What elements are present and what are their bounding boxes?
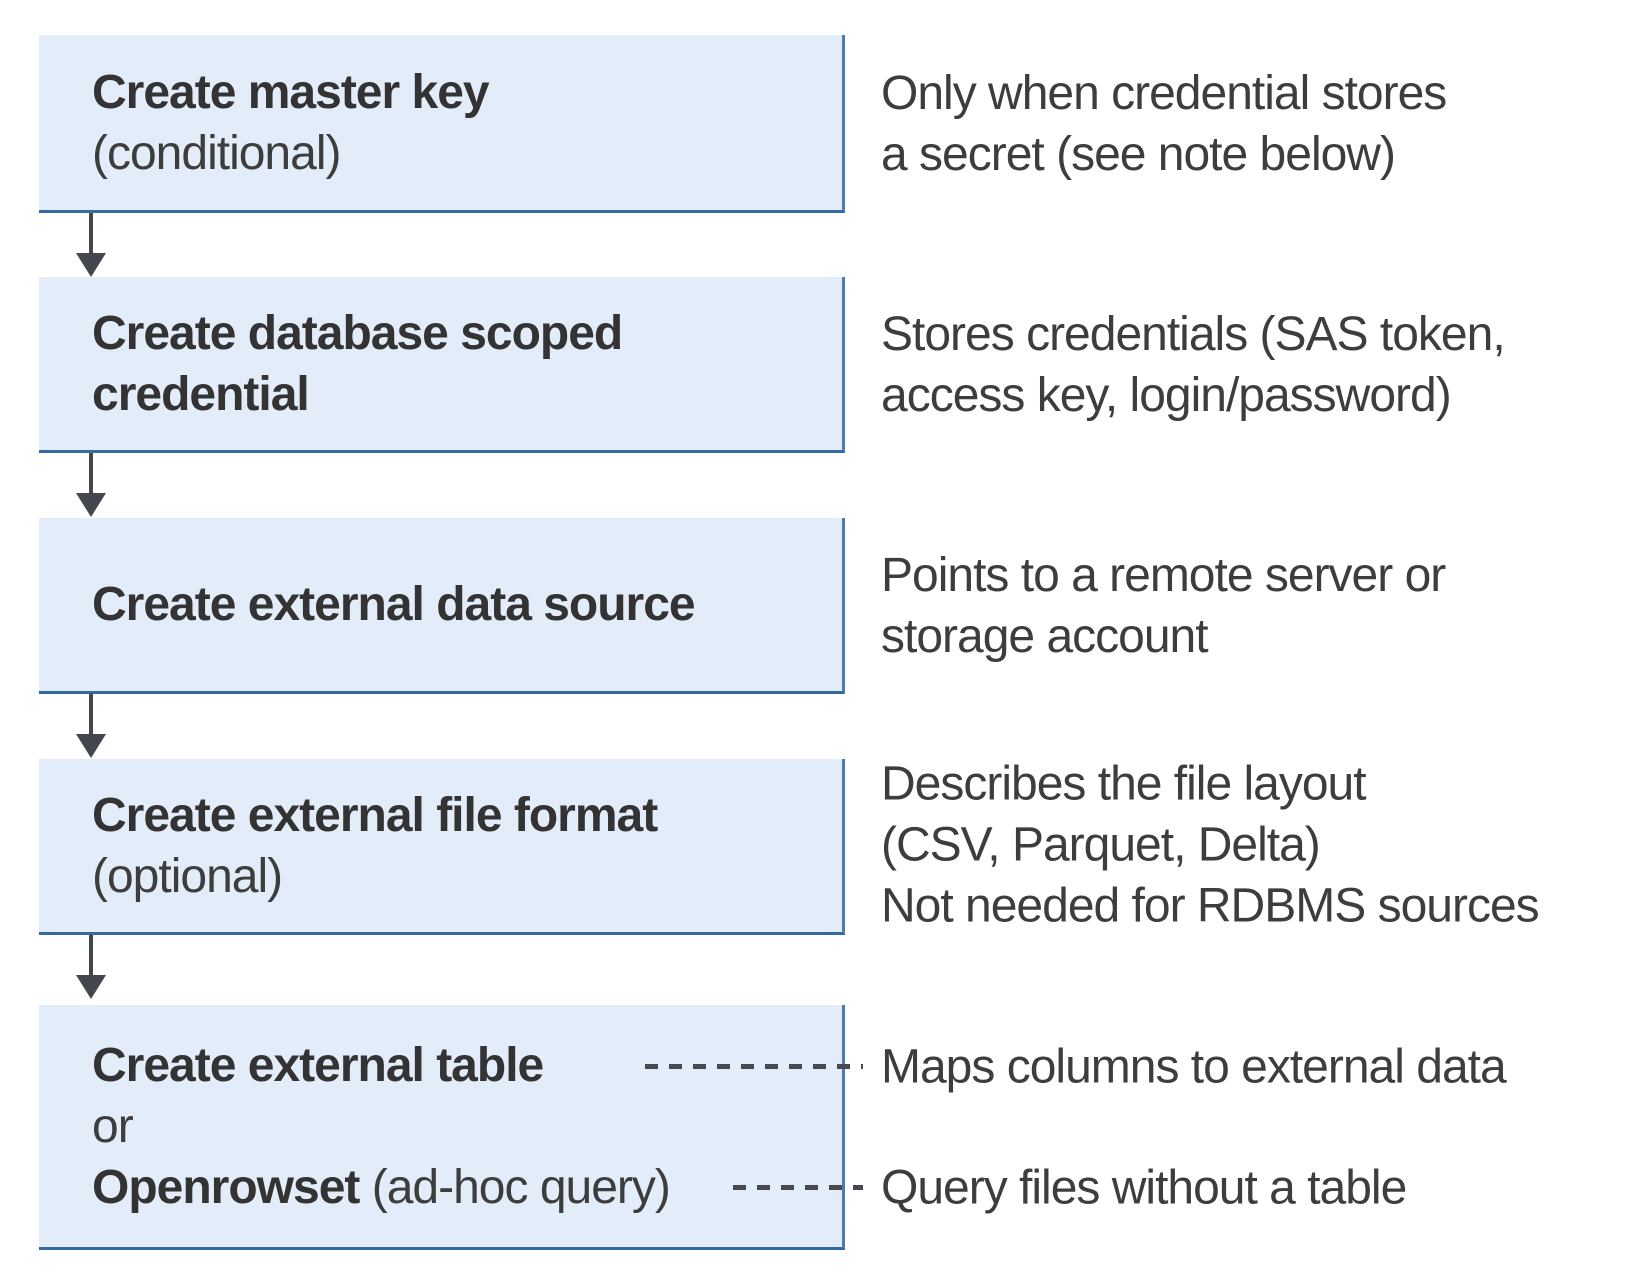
note-create-scoped-credential: Stores credentials (SAS token, access ke…	[881, 308, 1506, 422]
flow-arrow-1	[76, 213, 106, 277]
note-create-external-data-source: Points to a remote server or storage acc…	[881, 549, 1446, 663]
arrow-shaft	[89, 935, 93, 975]
step-title: Create external data source	[92, 578, 696, 631]
arrow-shaft	[89, 453, 93, 493]
arrow-head-icon	[76, 493, 106, 517]
conjunction-or: or	[92, 1099, 134, 1153]
note-create-master-key: Only when credential stores a secret (se…	[881, 67, 1447, 181]
note-openrowset: Query files without a table	[881, 1161, 1407, 1215]
step-box-create-external-data-source: Create external data source	[39, 518, 845, 694]
option-openrowset-line: Openrowset (ad-hoc query)	[92, 1157, 828, 1218]
arrow-shaft	[89, 213, 93, 253]
dashed-connector-openrowset	[733, 1185, 863, 1190]
flow-arrow-4	[76, 935, 106, 999]
arrow-head-icon	[76, 975, 106, 999]
openrowset-suffix: (ad-hoc query)	[359, 1160, 671, 1214]
flow-arrow-2	[76, 453, 106, 517]
arrow-head-icon	[76, 734, 106, 758]
flow-arrow-3	[76, 694, 106, 758]
option-openrowset: Openrowset	[92, 1160, 360, 1214]
step-box-create-external-table-or-openrowset: Create external table or Openrowset (ad-…	[39, 1005, 845, 1250]
arrow-shaft	[89, 694, 93, 734]
step-box-create-scoped-credential: Create database scoped credential	[39, 277, 845, 453]
option-create-external-table: Create external table	[92, 1038, 544, 1092]
step-subtitle: (conditional)	[92, 126, 341, 180]
note-create-external-file-format: Describes the file layout (CSV, Parquet,…	[881, 757, 1540, 933]
arrow-head-icon	[76, 253, 106, 277]
step-box-create-external-file-format: Create external file format (optional)	[39, 759, 845, 935]
step-box-create-master-key: Create master key (conditional)	[39, 35, 845, 213]
note-external-table: Maps columns to external data	[881, 1040, 1507, 1094]
step-title: Create master key	[92, 65, 490, 119]
step-subtitle: (optional)	[92, 849, 283, 903]
step-title: Create external file format	[92, 788, 658, 842]
step-title: Create database scoped credential	[92, 306, 623, 421]
dashed-connector-external-table	[645, 1064, 863, 1069]
